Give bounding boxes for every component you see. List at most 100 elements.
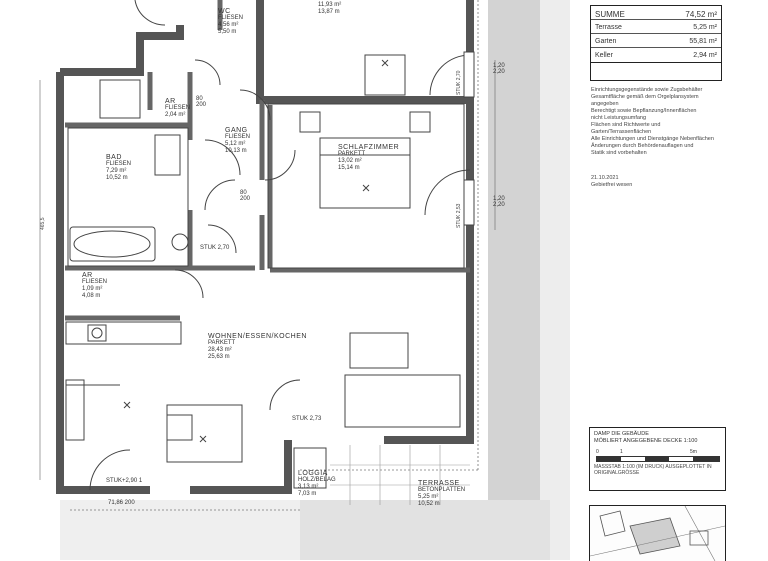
area-value: 55,81 m² <box>689 38 717 45</box>
note-line: Berechtigt sowie Bepflanzung/Innenfläche… <box>591 108 697 114</box>
area-label: Keller <box>595 52 613 59</box>
room-label-ar-lower: AR FLIESEN 1,09 m² 4,08 m <box>82 272 107 300</box>
scale-title: DAMP DIE GEBÄUDE MÖBLIERT ANGEGEBENE DEC… <box>594 431 697 445</box>
room-name: SCHLAFZIMMER <box>338 144 400 151</box>
area-label: Terrasse <box>595 24 622 31</box>
room-area: 3,13 m² <box>298 484 319 490</box>
notes-block: Einrichtungsgegenstände sowie Zugsbehält… <box>591 87 721 157</box>
area-value: 2,94 m² <box>693 52 717 59</box>
area-label: Garten <box>595 38 617 45</box>
room-area: 28,43 m² <box>208 347 232 353</box>
room-area: 4,56 m² <box>218 22 239 28</box>
room-label-terrasse: TERRASSE BETONPLATTEN 5,25 m² 10,52 m <box>418 480 465 508</box>
area-value: 5,25 m² <box>693 24 717 31</box>
room-type: FLIESEN <box>82 279 108 285</box>
room-sub: 10,13 m <box>225 148 247 154</box>
room-label-gang: GANG FLIESEN 5,12 m² 10,13 m <box>225 127 250 155</box>
area-summary-table: SUMME 74,52 m² Terrasse 5,25 m² Garten 5… <box>590 5 722 63</box>
toilet <box>171 233 189 251</box>
room-area: 1,09 m² <box>82 286 103 292</box>
door-dim-b: 80 200 <box>196 96 207 108</box>
area-row-terrasse: Terrasse 5,25 m² <box>591 20 721 34</box>
note-line: Änderungen durch Behördenauflagen und <box>591 143 694 149</box>
note-line: Flächen sind Richtwerte und <box>591 122 661 128</box>
room-sub: 7,03 m <box>298 491 317 497</box>
room-name: AR <box>82 272 93 279</box>
outer-walls <box>56 0 474 494</box>
room-sub: 10,52 m <box>418 501 440 507</box>
room-area: 7,29 m² <box>106 168 127 174</box>
scale-note-line: MASSSTAB 1:100 (IM DRUCK) AUSGEPLOTTET I… <box>594 464 712 470</box>
room-type: FLIESEN <box>218 15 244 21</box>
scale-note-line: ORIGINALGRÖSSE <box>594 470 640 476</box>
dining-table <box>166 404 243 463</box>
site-plan-map <box>589 505 726 561</box>
date-note: Gebietfrei wesen <box>591 182 633 188</box>
note-line: Alle Einrichtungen und Dienstgänge Neben… <box>591 136 714 142</box>
room-area: 13,02 m² <box>338 158 362 164</box>
room-area: 2,04 m² <box>165 112 186 118</box>
kitchen-counter <box>65 321 182 345</box>
room-sub: 5,50 m <box>218 29 237 35</box>
room-label-ar-upper: AR FLIESEN 2,04 m² <box>165 98 190 119</box>
scale-box: DAMP DIE GEBÄUDE MÖBLIERT ANGEGEBENE DEC… <box>589 427 726 491</box>
note-line: angegeben <box>591 101 619 107</box>
area-row-summe: SUMME 74,52 m² <box>591 6 721 20</box>
room-type: PARKETT <box>338 151 366 157</box>
room-type: FLIESEN <box>165 105 191 111</box>
scale-bar <box>596 456 720 462</box>
note-line: Gesamtfläche gemäß dem Orgelplansystem <box>591 94 699 100</box>
area-row-garten: Garten 55,81 m² <box>591 34 721 48</box>
height-dim-left: 465,5 <box>40 217 46 230</box>
room-sub: 4,08 m <box>82 293 101 299</box>
room-type: FLIESEN <box>106 161 132 167</box>
furniture <box>65 0 475 491</box>
room-label-schlafzimmer: SCHLAFZIMMER PARKETT 13,02 m² 15,14 m <box>338 144 399 172</box>
scale-label: 5m <box>690 449 697 455</box>
room-area: 5,25 m² <box>418 494 439 500</box>
garden-shade <box>60 500 300 560</box>
room-label-top: 11,93 m² 13,87 m <box>318 2 341 16</box>
stuk-label-d: STUK 2,53 <box>456 203 462 228</box>
scale-title-line: DAMP DIE GEBÄUDE <box>594 431 649 437</box>
window-dim-lower: 1,20 2,20 <box>493 196 505 208</box>
garden-edge <box>540 0 570 560</box>
room-label-loggia: LOGGIA HOLZ/BELAG 3,13 m² 7,03 m <box>298 470 336 498</box>
terrace-grid <box>330 445 470 505</box>
room-name: BAD <box>106 154 122 161</box>
room-name: GANG <box>225 127 248 134</box>
sofa <box>344 374 461 428</box>
note-line: Einrichtungsgegenstände sowie Zugsbehält… <box>591 87 703 93</box>
scale-title-line: MÖBLIERT ANGEGEBENE DECKE 1:100 <box>594 438 698 444</box>
room-label-bad: BAD FLIESEN 7,29 m² 10,52 m <box>106 154 131 182</box>
site-plan-sketch <box>590 506 725 561</box>
room-name: AR <box>165 98 176 105</box>
note-line: Statik sind vorbehalten <box>591 150 647 156</box>
scale-note: MASSSTAB 1:100 (IM DRUCK) AUSGEPLOTTET I… <box>594 464 722 476</box>
room-name: WOHNEN/ESSEN/KOCHEN <box>208 333 307 340</box>
room-sub: 10,52 m <box>106 175 128 181</box>
room-label-wohnen: WOHNEN/ESSEN/KOCHEN PARKETT 28,43 m² 25,… <box>208 333 307 361</box>
note-line: nicht Leistungsumfang <box>591 115 647 121</box>
scale-label: 1 <box>620 449 623 455</box>
room-name: TERRASSE <box>418 480 460 487</box>
note-line: Garten/Terrassenflächen <box>591 129 652 135</box>
door-dim-e: 71,86 200 <box>108 500 135 506</box>
window-dim-upper: 1,20 2,20 <box>493 63 505 75</box>
area-label: SUMME <box>595 10 625 19</box>
room-label-wc: WC FLIESEN 4,56 m² 5,50 m <box>218 8 243 36</box>
room-name: WC <box>218 8 231 15</box>
stuk-label-b: STUK 2,70 <box>456 70 462 95</box>
room-type: BETONPLATTEN <box>418 487 466 493</box>
room-area: 5,12 m² <box>225 141 246 147</box>
stuk-label-e: STUK+2,90 1 <box>106 478 143 484</box>
room-area: 11,93 m² <box>318 2 342 8</box>
date-block: 21.10.2021 Gebietfrei wesen <box>591 175 632 189</box>
scale-label: 0 <box>596 449 599 455</box>
bed <box>319 137 411 209</box>
room-name: LOGGIA <box>298 470 328 477</box>
area-row-keller: Keller 2,94 m² <box>591 48 721 62</box>
room-sub: 15,14 m <box>338 165 360 171</box>
room-sub: 13,87 m <box>318 9 340 15</box>
stuk-label-a: STUK 2,70 <box>200 245 230 251</box>
